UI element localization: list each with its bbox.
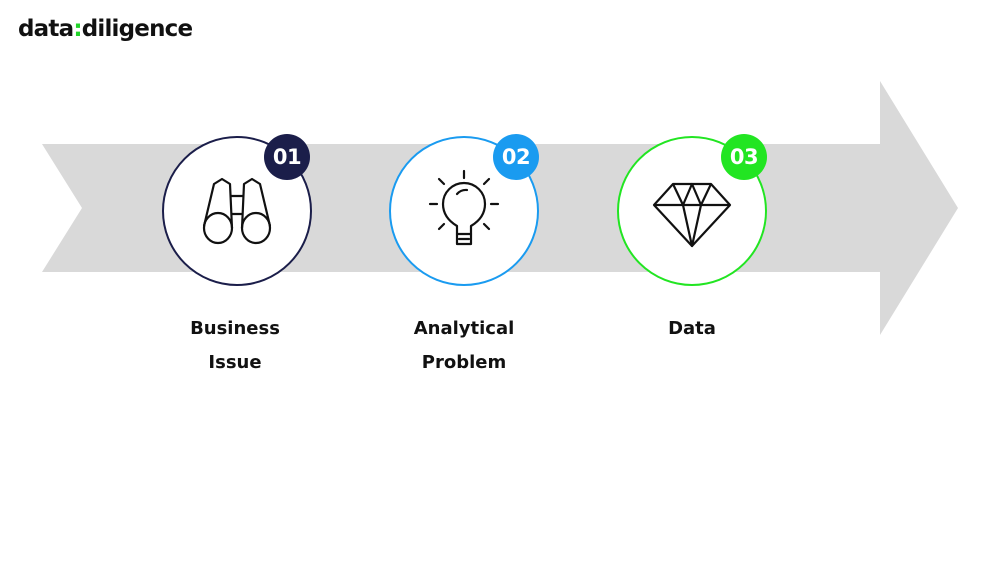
- logo-text-diligence: diligence: [81, 16, 193, 42]
- step-3-label-line1: Data: [668, 318, 716, 339]
- step-1-label-line2: Issue: [208, 352, 262, 373]
- logo: data:diligence: [18, 16, 193, 42]
- step-2-label-line1: Analytical: [413, 318, 515, 339]
- step-3-label: Data: [592, 312, 792, 346]
- step-1-label-line1: Business: [190, 318, 280, 339]
- step-1-badge: 01: [264, 134, 310, 180]
- lightbulb-icon: [428, 169, 500, 246]
- binoculars-icon: [202, 177, 272, 245]
- step-1-label: Business Issue: [135, 312, 335, 380]
- diamond-icon: [652, 182, 732, 248]
- logo-colon: :: [73, 16, 82, 42]
- step-2-badge: 02: [493, 134, 539, 180]
- step-2-label-line2: Problem: [421, 352, 507, 373]
- step-2-label: Analytical Problem: [364, 312, 564, 380]
- step-3-badge: 03: [721, 134, 767, 180]
- logo-text-data: data: [18, 16, 74, 42]
